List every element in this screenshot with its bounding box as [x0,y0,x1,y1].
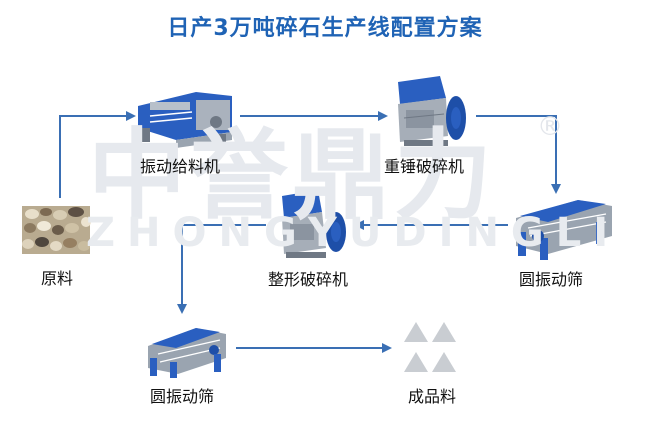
label-vibrating-screen-2: 圆振动筛 [150,387,215,406]
label-finished-product: 成品料 [408,387,457,406]
vibrating-feeder-image [138,92,232,148]
label-vibrating-feeder: 振动给料机 [140,157,221,176]
shaping-crusher-image [282,190,346,258]
watermark-logo-text: 中誉鼎力 [88,119,497,233]
vibrating-screen-2-image [148,328,226,378]
raw-material-image [22,206,91,254]
diagram-title: 日产3万吨碎石生产线配置方案 [167,16,483,41]
watermark-registered-mark: ® [537,112,563,142]
label-vibrating-screen-1: 圆振动筛 [519,270,584,289]
arrow-raw-to-feeder [59,111,136,198]
arrow-hammer-to-screen1 [476,115,561,194]
flow-arrows [59,111,561,353]
hammer-crusher-image [398,76,466,146]
watermark-english-text: ZHONGYUDINGLI [86,210,621,256]
label-shaping-crusher: 整形破碎机 [268,270,349,289]
finished-product-piles-image [404,322,456,372]
arrow-shaping-to-screen2 [177,224,266,314]
vibrating-screen-1-image [516,200,612,260]
label-hammer-crusher: 重锤破碎机 [384,157,465,176]
label-raw-material: 原料 [41,269,74,288]
